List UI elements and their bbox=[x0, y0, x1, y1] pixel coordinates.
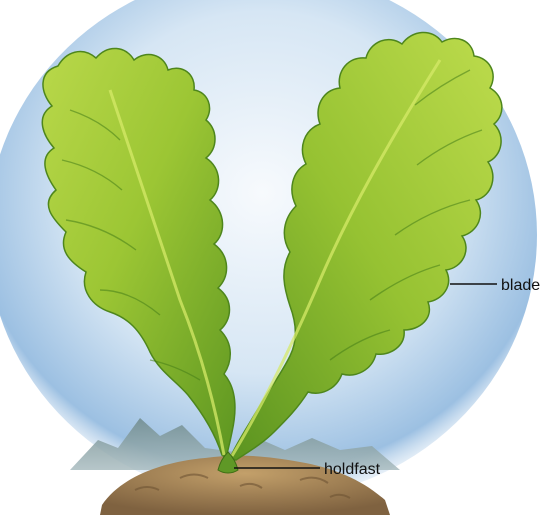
blade-label: blade bbox=[501, 277, 540, 294]
holdfast-label: holdfast bbox=[324, 461, 381, 478]
